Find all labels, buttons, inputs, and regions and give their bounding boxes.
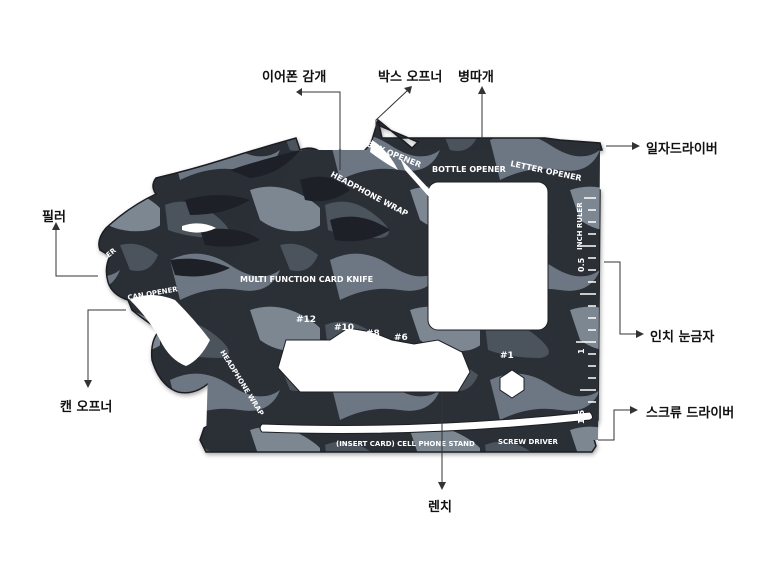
- arrow-earphone-wrap: [296, 88, 302, 96]
- leader-screwdriver: [598, 409, 634, 441]
- arrow-bottle-opener: [478, 86, 486, 94]
- leader-can-opener: [87, 309, 126, 384]
- wrench-size-8: #8: [366, 329, 380, 339]
- tiger-stripes: [170, 150, 390, 277]
- ruler-mark-one: 1: [577, 348, 586, 354]
- leader-box-opener: [375, 89, 409, 128]
- leader-peeler: [55, 226, 98, 277]
- engraving-inch-ruler: INCH RULER: [576, 202, 584, 250]
- callout-screwdriver: 스크류 드라이버: [646, 406, 735, 421]
- callout-peeler: 필러: [42, 210, 66, 225]
- engraving-screw-driver: SCREW DRIVER: [498, 438, 559, 446]
- wrench-size-1: #1: [500, 351, 514, 361]
- leader-earphone-wrap: [300, 91, 341, 170]
- arrow-wrench: [438, 482, 446, 490]
- arrow-inch-ruler: [636, 330, 644, 338]
- callout-box-opener: 박스 오프너: [378, 70, 443, 85]
- wrench-size-6: #6: [394, 333, 408, 343]
- engraving-bottle-opener: BOTTLE OPENER: [432, 165, 506, 174]
- callout-inch-ruler: 인치 눈금자: [650, 330, 715, 345]
- wrench-size-2: #2: [440, 353, 454, 363]
- callout-wrench: 렌치: [428, 500, 452, 515]
- bottle-opener-notch: [400, 158, 430, 198]
- leader-inch-ruler: [604, 261, 640, 335]
- wrench-size-10: #10: [334, 323, 354, 333]
- arrow-box-opener: [404, 86, 412, 94]
- arrow-peeler: [52, 222, 60, 230]
- callout-flat-screwdriver: 일자드라이버: [646, 142, 718, 157]
- wrench-size-12: #12: [296, 315, 316, 325]
- arrow-flat-screwdriver: [632, 142, 640, 150]
- tiger-eye: [182, 223, 216, 233]
- wrench-cutout: [277, 327, 471, 393]
- leader-lines: [55, 89, 640, 486]
- hex-hole: [499, 369, 525, 399]
- callout-bottle-opener: 병따개: [458, 70, 494, 85]
- callout-earphone-wrap: 이어폰 감개: [262, 70, 327, 85]
- earphone-slot-top: [370, 140, 398, 170]
- arrow-can-opener: [84, 380, 92, 388]
- callout-can-opener: 캔 오프너: [60, 400, 113, 415]
- engraving-phone-stand: (INSERT CARD) CELL PHONE STAND: [336, 440, 475, 448]
- phone-stand-slot: [259, 411, 593, 434]
- engraving-title: MULTI FUNCTION CARD KNIFE: [240, 275, 373, 284]
- ruler-mark-one-half: 1.5: [577, 409, 586, 424]
- ruler-mark-half: 0.5: [577, 257, 586, 272]
- inch-ruler-ticks: [576, 197, 596, 403]
- leader-arrowheads: [52, 86, 644, 490]
- arrow-screwdriver: [630, 406, 638, 414]
- bottle-opener-cutout: [427, 181, 549, 331]
- wrench-size-4: #4: [420, 343, 434, 353]
- tiger-mouth-cutout: [130, 295, 210, 366]
